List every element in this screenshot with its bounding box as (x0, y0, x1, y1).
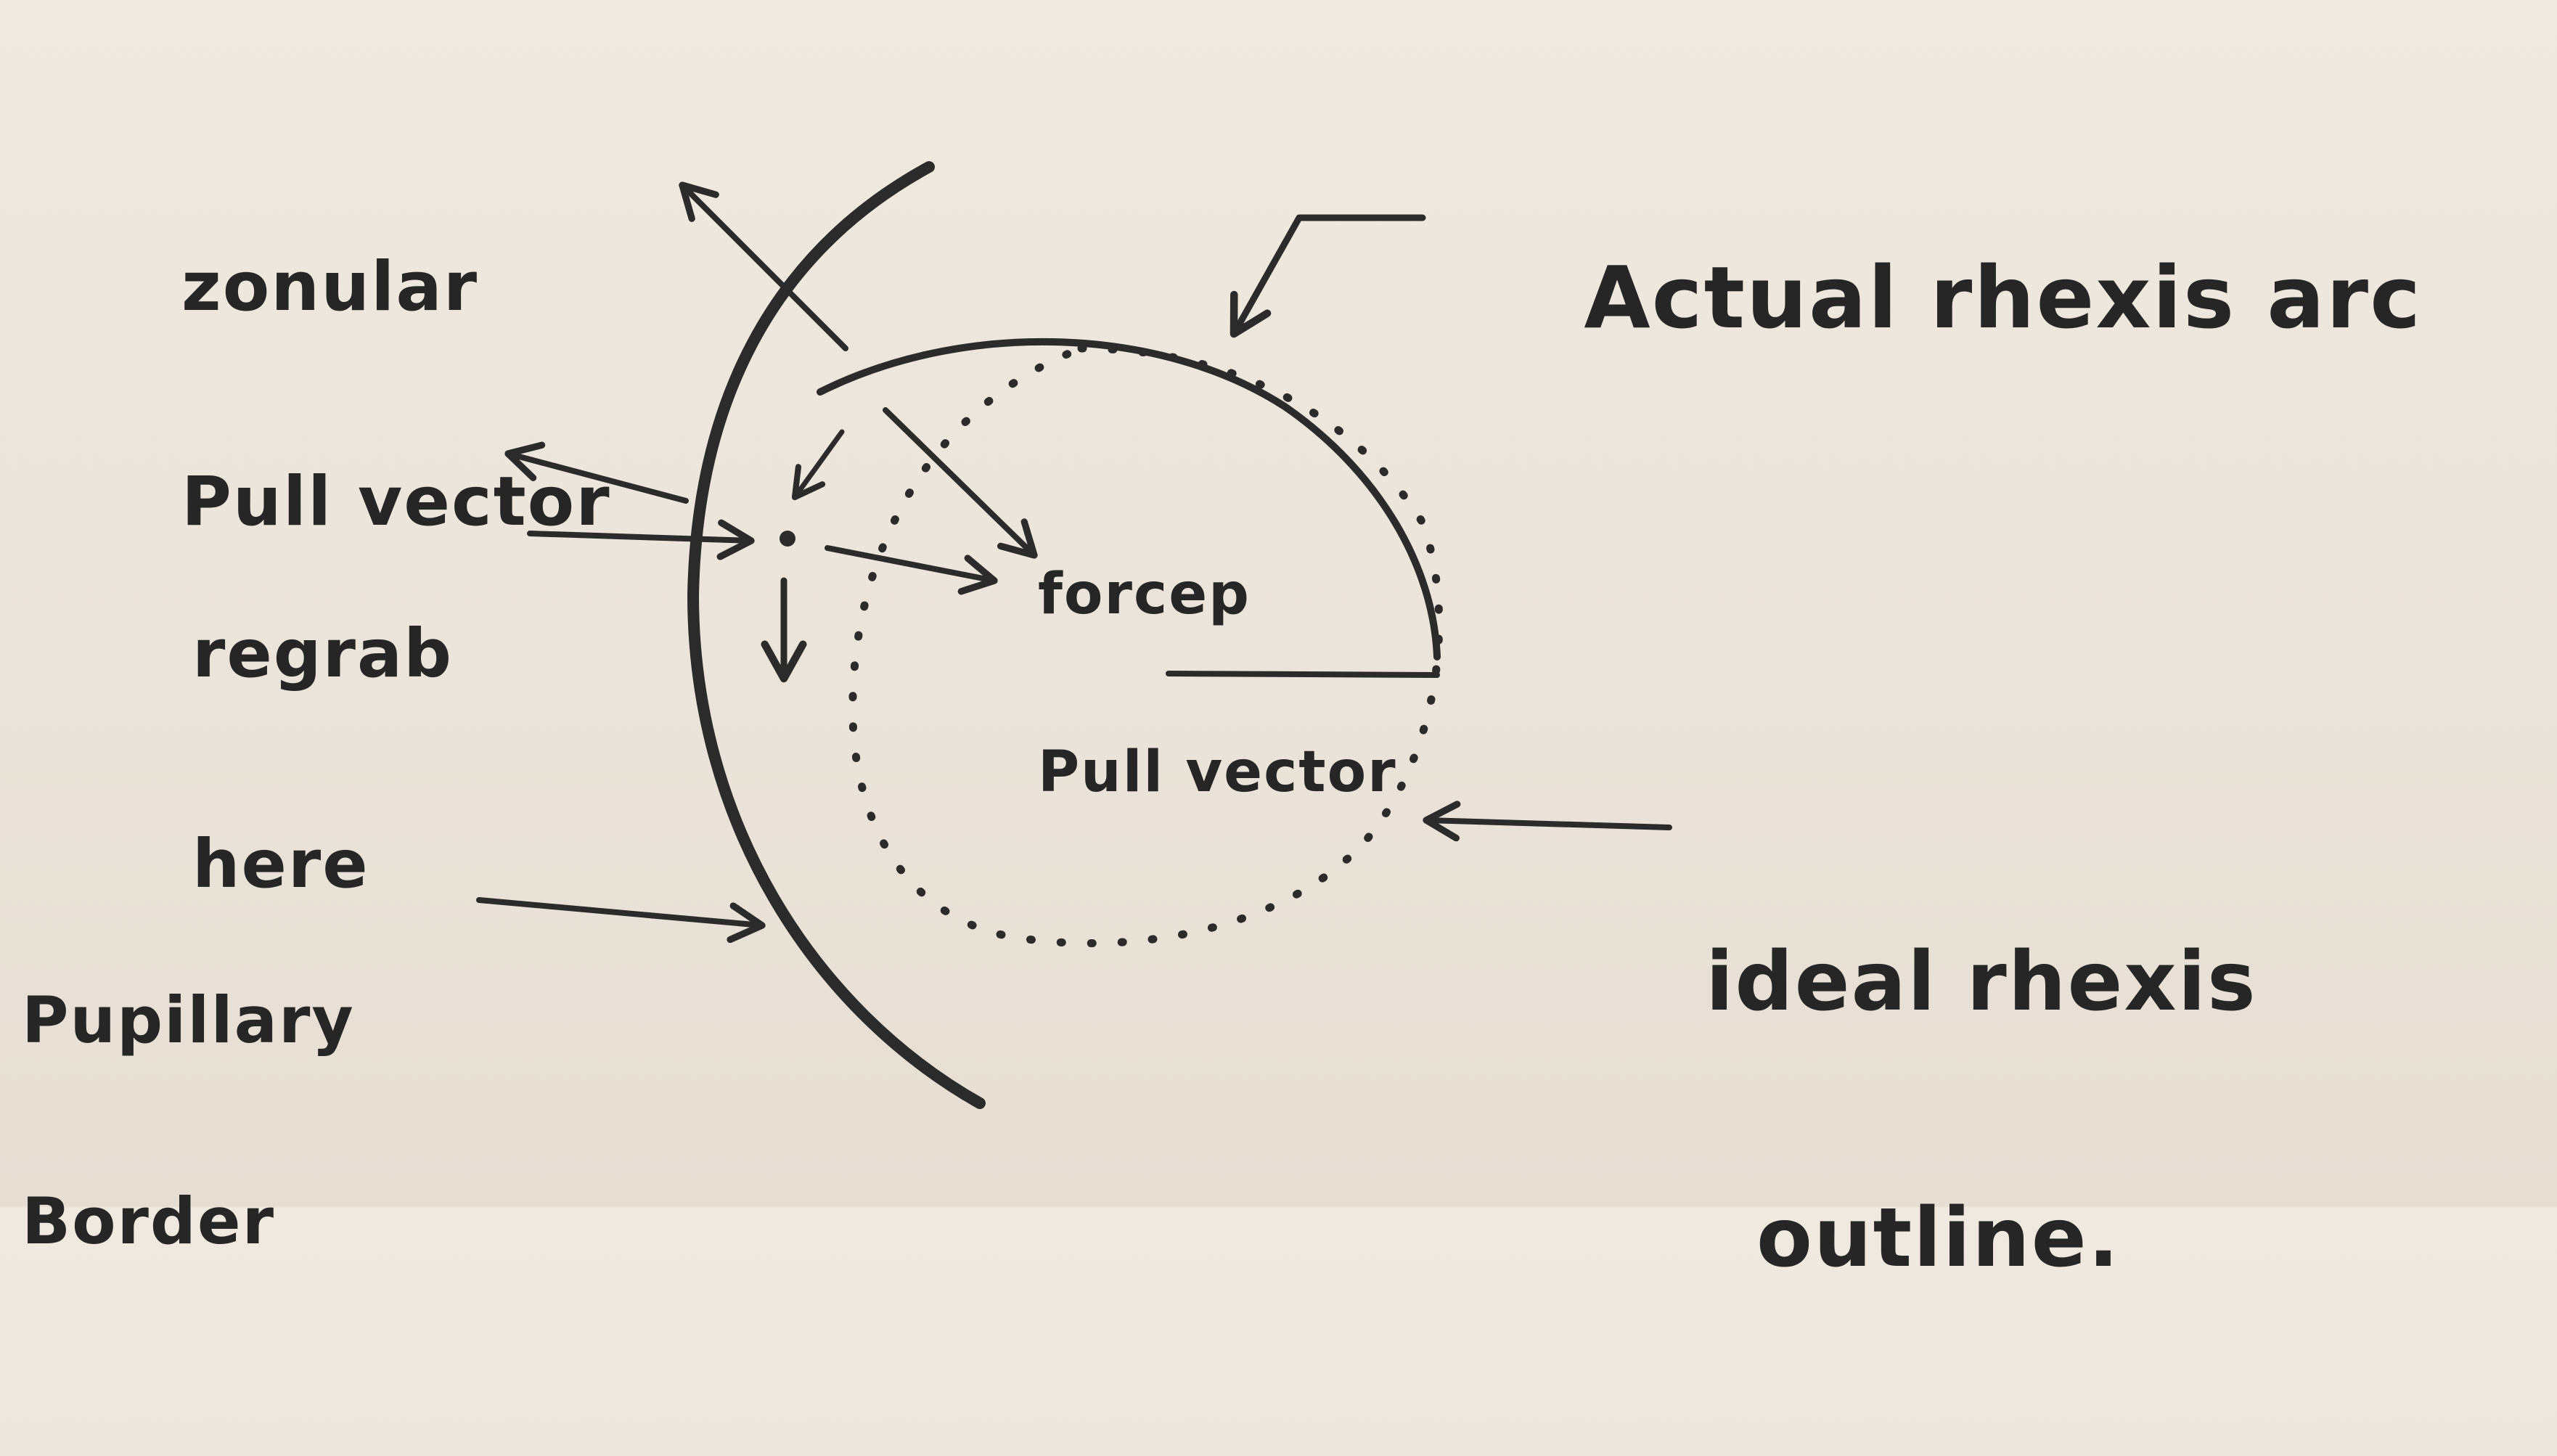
regrab-label-line2: here (192, 825, 369, 903)
pupillary-pointer-arrow (476, 897, 766, 944)
forcep-pull-arrow-short (825, 545, 998, 595)
regrab-left-arrow (504, 441, 689, 504)
forcep-pull-label-line1: forcep (1038, 561, 1251, 627)
forcep-pull-arrow (883, 407, 1038, 559)
pupillary-border-label-line2: Border (22, 1183, 276, 1259)
actual-rhexis-arc (817, 338, 1441, 660)
ideal-rhexis-label: ideal rhexis outline. (1706, 769, 2257, 1452)
regrab-pointer-arrow (527, 519, 755, 560)
diagram-canvas: zonular Pull vector Actual rhexis arc re… (22, 109, 2422, 1281)
ideal-rhexis-label-line1: ideal rhexis (1706, 935, 2257, 1030)
actual-rhexis-label: Actual rhexis arc (1459, 163, 2422, 433)
forcep-pull-label-line2: Pull vector (1038, 740, 1397, 806)
actual-rhexis-label-text: Actual rhexis arc (1584, 247, 2423, 348)
actual-arc-pointer-arrow (1230, 214, 1426, 338)
forcep-pull-label: forcep Pull vector (1038, 446, 1397, 922)
rhexis-sketch (476, 161, 1672, 1109)
pupillary-border-label-line1: Pupillary (22, 982, 355, 1058)
regrab-label: regrab here (192, 479, 453, 1040)
zonular-pull-label: zonular Pull vector (181, 109, 611, 682)
regrab-label-line1: regrab (192, 615, 453, 693)
regrab-point (780, 531, 795, 547)
zonular-pull-arrow (679, 181, 848, 351)
ideal-rhexis-dotted-outline (848, 344, 1444, 948)
pupillary-border-label: Pupillary Border (22, 853, 355, 1389)
regrab-diagonal-arrow (791, 429, 845, 501)
ideal-rhexis-label-line2: outline. (1756, 1190, 2121, 1285)
zonular-pull-label-line2: Pull vector (181, 462, 611, 542)
zonular-pull-label-line1: zonular (181, 248, 479, 327)
flap-edge-line (1166, 671, 1440, 678)
pupillary-border-arc (687, 161, 986, 1109)
ideal-outline-pointer-arrow (1423, 801, 1672, 842)
